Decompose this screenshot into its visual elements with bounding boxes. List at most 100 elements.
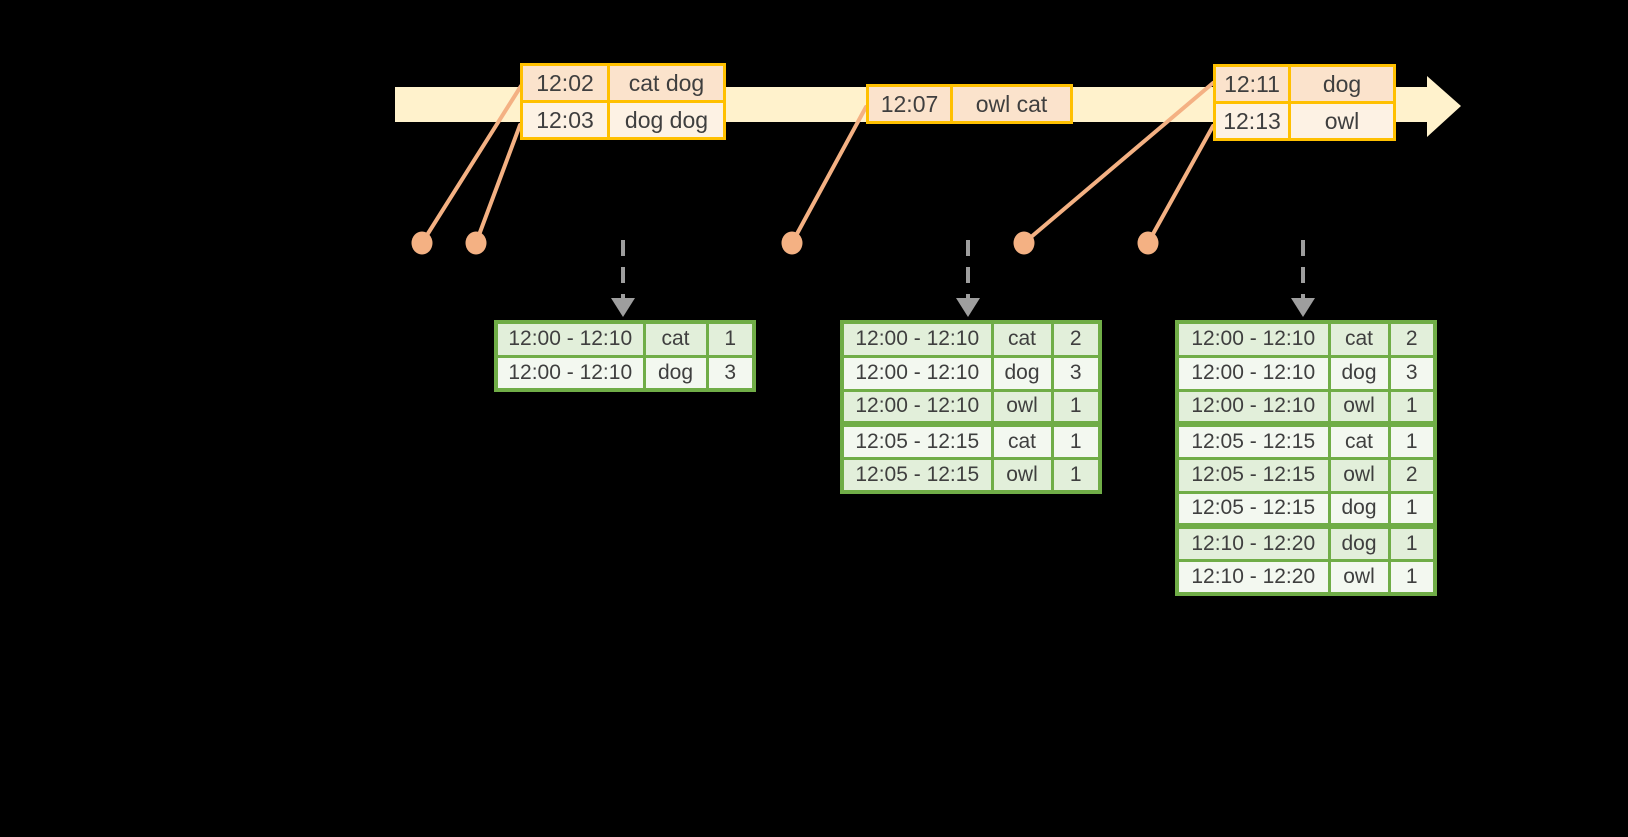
event-words-cell: owl <box>1288 101 1396 141</box>
window-cell: 12:00 - 12:10 <box>494 354 646 392</box>
event-time-cell: 12:13 <box>1213 101 1291 141</box>
window-cell: 12:00 - 12:10 <box>840 320 994 358</box>
word-cell: dog <box>1327 354 1391 392</box>
event-words-cell: cat dog <box>607 63 726 103</box>
window-cell: 12:00 - 12:10 <box>1175 354 1331 392</box>
trigger-arrow-3 <box>1291 240 1315 317</box>
event-time-cell: 12:11 <box>1213 64 1291 104</box>
timeline-arrowhead-icon <box>1427 76 1461 137</box>
count-cell: 3 <box>1387 354 1437 392</box>
window-cell: 12:10 - 12:20 <box>1175 558 1331 596</box>
count-cell: 1 <box>1050 421 1102 460</box>
word-cell: owl <box>990 388 1054 426</box>
event-connectors <box>420 81 1215 245</box>
count-cell: 2 <box>1050 320 1102 358</box>
window-cell: 12:05 - 12:15 <box>840 456 994 494</box>
arrowhead-down-icon <box>1291 298 1315 317</box>
count-cell: 1 <box>1387 421 1437 460</box>
count-cell: 1 <box>705 320 756 358</box>
event-dot-icon <box>1013 231 1035 255</box>
count-cell: 1 <box>1387 523 1437 562</box>
window-cell: 12:05 - 12:15 <box>1175 421 1331 460</box>
word-cell: owl <box>1327 388 1391 426</box>
count-cell: 1 <box>1050 388 1102 426</box>
count-cell: 2 <box>1387 320 1437 358</box>
word-cell: cat <box>642 320 709 358</box>
trigger-arrows <box>611 240 1315 317</box>
event-dot-icon <box>411 231 433 255</box>
window-cell: 12:10 - 12:20 <box>1175 523 1331 562</box>
event-time-cell: 12:03 <box>520 100 610 140</box>
count-cell: 1 <box>1387 558 1437 596</box>
event-dots <box>411 231 1159 255</box>
trigger-arrow-1 <box>611 240 635 317</box>
word-cell: dog <box>642 354 709 392</box>
arrowhead-down-icon <box>956 298 980 317</box>
window-cell: 12:05 - 12:15 <box>1175 456 1331 494</box>
window-cell: 12:00 - 12:10 <box>840 354 994 392</box>
count-cell: 1 <box>1387 388 1437 426</box>
word-cell: owl <box>990 456 1054 494</box>
window-cell: 12:00 - 12:10 <box>840 388 994 426</box>
event-connector-line <box>420 84 523 245</box>
event-words-cell: dog dog <box>607 100 726 140</box>
window-cell: 12:00 - 12:10 <box>1175 320 1331 358</box>
event-connector-line <box>790 105 868 245</box>
event-dot-icon <box>465 231 487 255</box>
word-cell: owl <box>1327 456 1391 494</box>
word-cell: cat <box>990 421 1054 460</box>
trigger-arrow-2 <box>956 240 980 317</box>
word-cell: owl <box>1327 558 1391 596</box>
event-words-cell: dog <box>1288 64 1396 104</box>
window-cell: 12:00 - 12:10 <box>494 320 646 358</box>
arrowhead-down-icon <box>611 298 635 317</box>
event-connector-line <box>474 123 522 245</box>
word-cell: cat <box>1327 320 1391 358</box>
word-cell: cat <box>990 320 1054 358</box>
event-words-cell: owl cat <box>950 84 1073 124</box>
window-cell: 12:00 - 12:10 <box>1175 388 1331 426</box>
count-cell: 1 <box>1387 490 1437 528</box>
event-connector-line <box>1022 81 1215 245</box>
word-cell: cat <box>1327 421 1391 460</box>
count-cell: 3 <box>1050 354 1102 392</box>
word-cell: dog <box>1327 523 1391 562</box>
event-time-cell: 12:07 <box>866 84 953 124</box>
count-cell: 1 <box>1050 456 1102 494</box>
word-cell: dog <box>1327 490 1391 528</box>
window-cell: 12:05 - 12:15 <box>840 421 994 460</box>
event-time-cell: 12:02 <box>520 63 610 103</box>
event-dot-icon <box>1137 231 1159 255</box>
count-cell: 3 <box>705 354 756 392</box>
event-dot-icon <box>781 231 803 255</box>
event-connector-line <box>1146 124 1215 245</box>
count-cell: 2 <box>1387 456 1437 494</box>
